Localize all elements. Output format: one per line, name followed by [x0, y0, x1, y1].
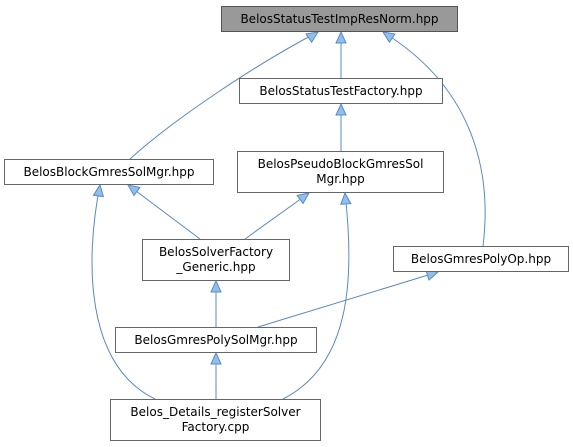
edge-register-to-block-gmres [91, 184, 156, 400]
node-label-line: BelosBlockGmresSolMgr.hpp [23, 164, 195, 179]
edge-solver-factory-to-block-gmres [127, 184, 201, 240]
node-label-line: BelosGmresPolyOp.hpp [410, 251, 552, 266]
edge-gmres-poly-op-to-root [382, 31, 486, 247]
node-label-line: BelosSolverFactory [158, 245, 274, 259]
edge-pseudo-block-to-status-factory-arrowhead [335, 102, 347, 116]
edge-block-gmres-to-root-arrowhead [305, 31, 320, 44]
edge-block-gmres-to-root [129, 31, 319, 160]
edge-solver-factory-to-pseudo-block-arrowhead [296, 192, 310, 205]
node-belos-gmres-poly-op[interactable]: BelosGmresPolyOp.hpp [393, 246, 569, 272]
edge-gmres-poly-sol-to-solver-factory-arrowhead [210, 279, 222, 293]
edge-gmres-poly-sol-to-gmres-poly-op [257, 271, 439, 328]
node-belos-solver-factory-generic[interactable]: BelosSolverFactory _Generic.hpp [142, 239, 290, 281]
edge-gmres-poly-op-to-root-arrowhead [381, 31, 396, 44]
node-label-line: _Generic.hpp [176, 260, 256, 274]
node-label-line: BelosStatusTestFactory.hpp [259, 83, 423, 98]
edge-solver-factory-to-block-gmres-arrowhead [127, 184, 141, 197]
node-belos-status-test-factory[interactable]: BelosStatusTestFactory.hpp [239, 78, 443, 104]
node-belos-details-register-solver-factory[interactable]: Belos_Details_registerSolver Factory.cpp [110, 399, 321, 441]
node-belos-pseudo-block-gmres-sol-mgr[interactable]: BelosPseudoBlockGmresSol Mgr.hpp [237, 151, 444, 193]
node-belos-status-test-imp-res-norm: BelosStatusTestImpResNorm.hpp [221, 6, 458, 32]
node-belos-block-gmres-sol-mgr[interactable]: BelosBlockGmresSolMgr.hpp [4, 159, 214, 185]
edge-register-to-pseudo-block [282, 192, 350, 400]
edge-solver-factory-to-pseudo-block [244, 192, 310, 240]
node-label-line: BelosPseudoBlockGmresSol [257, 157, 424, 171]
edge-register-to-gmres-poly-sol-arrowhead [210, 351, 222, 365]
node-label-line: Belos_Details_registerSolver [130, 405, 301, 419]
node-label-line: BelosGmresPolySolMgr.hpp [134, 332, 298, 347]
node-belos-gmres-poly-sol-mgr[interactable]: BelosGmresPolySolMgr.hpp [115, 327, 317, 353]
dependency-edges [91, 30, 486, 400]
node-label-line: BelosStatusTestImpResNorm.hpp [240, 11, 439, 26]
edge-status-factory-to-root-arrowhead [335, 30, 347, 44]
edge-register-to-pseudo-block-arrowhead [340, 191, 352, 205]
node-label-line: Factory.cpp [181, 420, 250, 434]
edge-register-to-block-gmres-arrowhead [92, 183, 105, 198]
node-label-line: Mgr.hpp [316, 172, 365, 186]
